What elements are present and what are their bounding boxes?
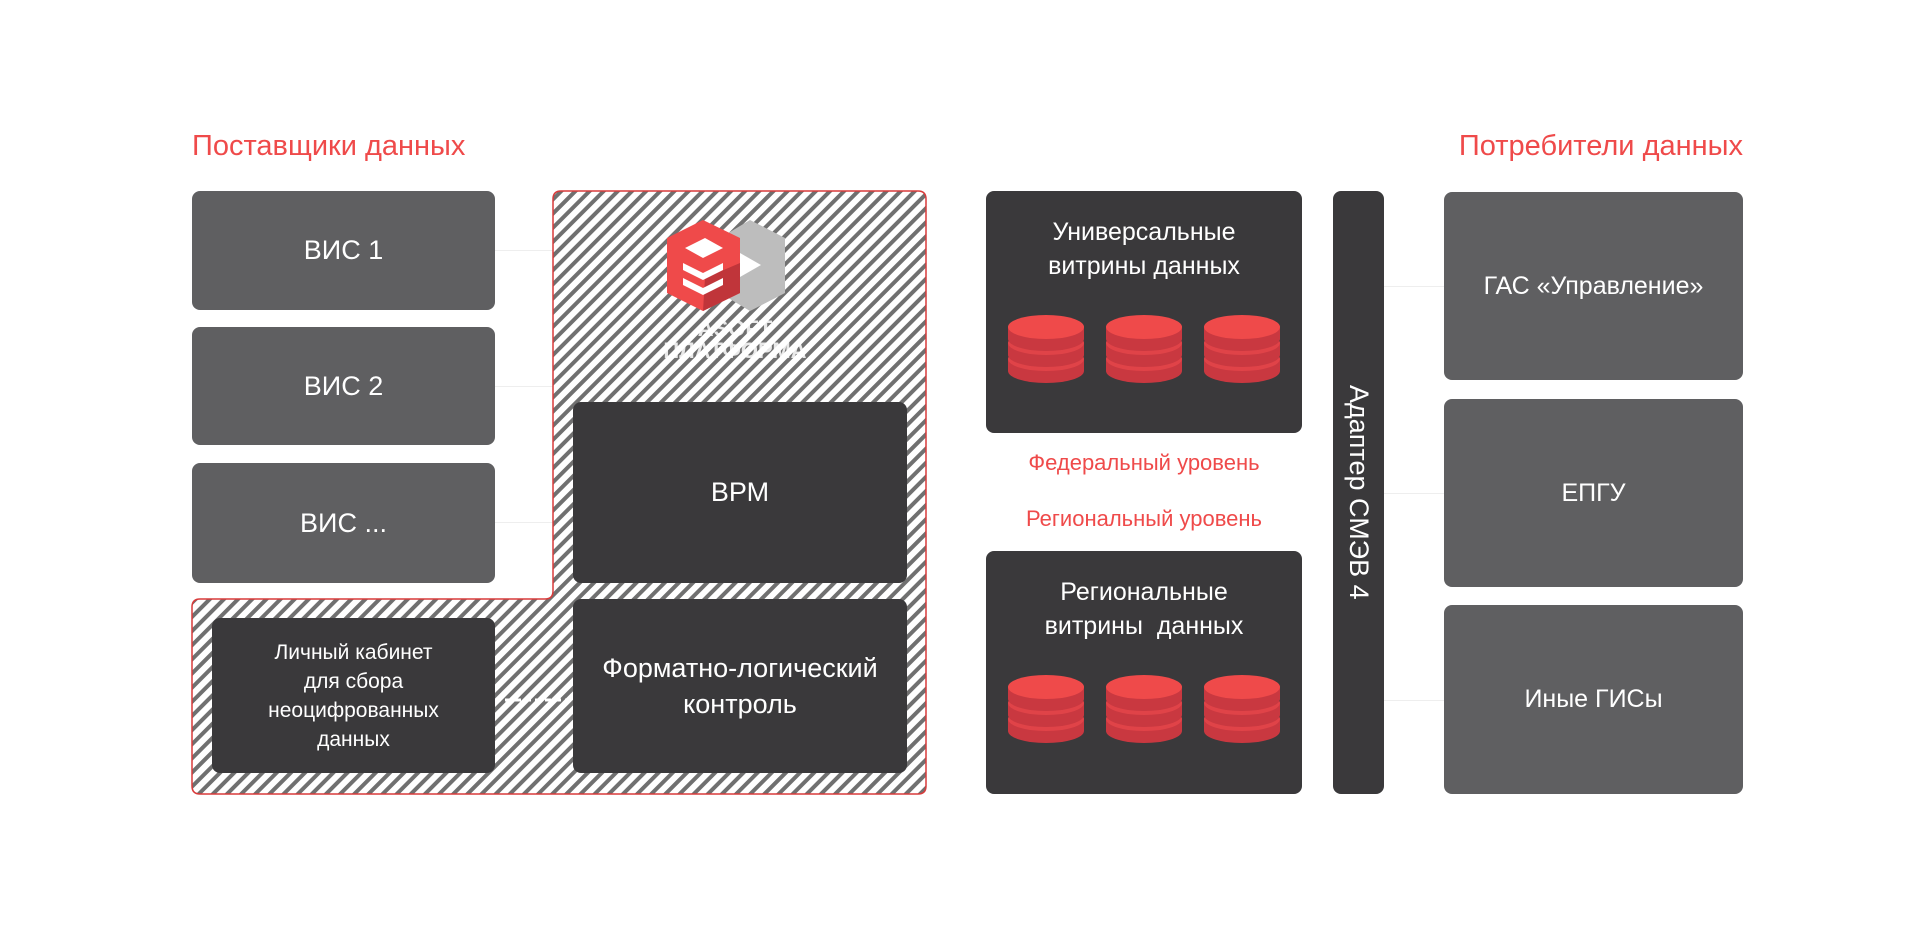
consumer-epgu[interactable]: ЕПГУ bbox=[1444, 399, 1743, 587]
label: ВИС 2 bbox=[303, 370, 384, 401]
federal-level-label: Федеральный уровень bbox=[1028, 450, 1260, 475]
label-line: данных bbox=[317, 727, 390, 751]
label-line: контроль bbox=[683, 689, 797, 719]
label-line: для сбора bbox=[303, 669, 404, 693]
database-icon bbox=[1105, 673, 1183, 754]
label-line: неоцифрованных bbox=[268, 698, 439, 722]
consumers-title: Потребители данных bbox=[1458, 130, 1743, 162]
label-line: витрины данных bbox=[1048, 252, 1240, 280]
consumer-other-gis[interactable]: Иные ГИСы bbox=[1444, 605, 1743, 794]
database-icon bbox=[1007, 673, 1085, 754]
label-line: Региональные bbox=[1060, 578, 1228, 606]
label: ВИС ... bbox=[300, 507, 387, 538]
universal-storefront[interactable]: Универсальные витрины данных bbox=[986, 191, 1302, 433]
consumer-gas-upravlenie[interactable]: ГАС «Управление» bbox=[1444, 192, 1743, 380]
database-icon bbox=[1203, 313, 1281, 394]
label-line: Форматно-логический bbox=[602, 653, 878, 683]
regional-storefront[interactable]: Региональные витрины данных bbox=[986, 551, 1302, 794]
label: ВРМ bbox=[710, 477, 770, 507]
label: Иные ГИСы bbox=[1524, 685, 1663, 713]
provider-vis-1[interactable]: ВИС 1 bbox=[192, 191, 495, 310]
database-group bbox=[1007, 313, 1281, 394]
label: ВИС 1 bbox=[303, 235, 384, 265]
label-line: Личный кабинет bbox=[274, 640, 433, 664]
label-line: витрины данных bbox=[1044, 612, 1244, 640]
providers-title: Поставщики данных bbox=[192, 130, 466, 162]
flk-box[interactable]: Форматно-логический контроль bbox=[573, 599, 907, 773]
provider-vis-other[interactable]: ВИС ... bbox=[192, 463, 495, 583]
label-line: Универсальные bbox=[1052, 218, 1236, 246]
regional-level-label: Региональный уровень bbox=[1025, 506, 1263, 531]
cabinet-box[interactable]: Личный кабинет для сбора неоцифрованных … bbox=[212, 618, 495, 773]
label: ГАС «Управление» bbox=[1483, 271, 1704, 300]
label: ЕПГУ bbox=[1561, 478, 1626, 507]
database-icon bbox=[1007, 313, 1085, 394]
label: Адаптер СМЭВ 4 bbox=[1344, 385, 1374, 600]
database-icon bbox=[1203, 673, 1281, 754]
smev-adapter[interactable]: Адаптер СМЭВ 4 bbox=[1333, 191, 1384, 794]
provider-vis-2[interactable]: ВИС 2 bbox=[192, 327, 495, 445]
arm-box[interactable]: ВРМ bbox=[573, 402, 907, 583]
database-group bbox=[1007, 673, 1281, 754]
database-icon bbox=[1105, 313, 1183, 394]
